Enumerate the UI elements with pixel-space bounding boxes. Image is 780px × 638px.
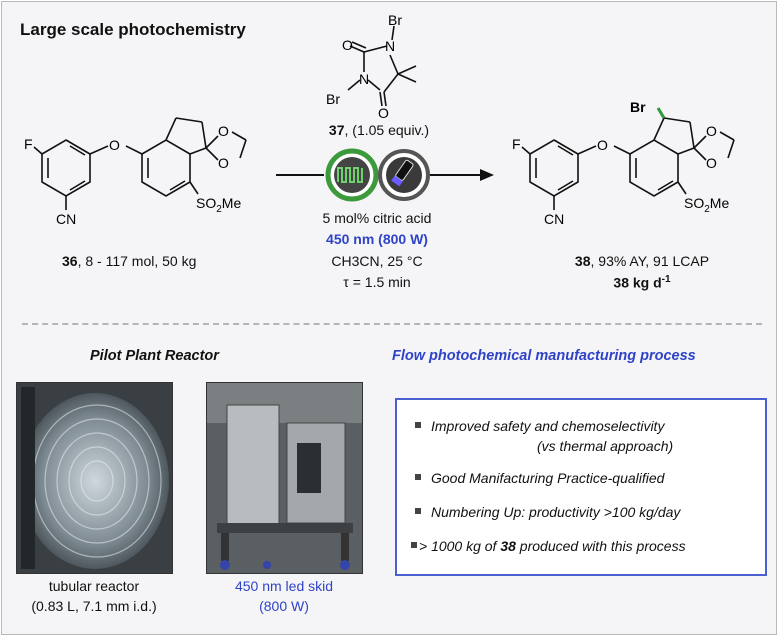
flow-process-box: Improved safety and chemoselectivity (vs… — [395, 398, 767, 576]
figure-title: Large scale photochemistry — [20, 20, 246, 39]
bullet-safety-note: (vs thermal approach) — [537, 438, 674, 454]
atom-n: N — [359, 71, 369, 87]
bullet-square-icon — [411, 542, 417, 549]
bullet-safety: Improved safety and chemoselectivity — [415, 418, 664, 434]
sulfonyl-group: SO2Me — [196, 195, 241, 215]
atom-f: F — [512, 136, 521, 152]
reagent-37-structure: O N Br N Br O — [326, 12, 417, 121]
atom-o: O — [342, 37, 353, 53]
tubular-reactor-photo — [16, 382, 173, 574]
flow-process-heading: Flow photochemical manufacturing process — [392, 348, 696, 364]
bullet-numbering-up: Numbering Up: productivity >100 kg/day — [415, 504, 680, 520]
atom-cn: CN — [56, 211, 76, 227]
condition-catalyst: 5 mol% citric acid — [322, 210, 432, 226]
reaction-arrow — [276, 148, 494, 202]
atom-o: O — [109, 137, 120, 153]
bullet-gmp: Good Manifacturing Practice-qualified — [415, 470, 664, 486]
atom-o: O — [706, 123, 717, 139]
compound-38-structure: F CN O O O Br SO2Me — [512, 99, 735, 227]
reagent-37-label: 37, (1.05 equiv.) — [328, 122, 430, 138]
sulfonyl-group: SO2Me — [684, 195, 729, 215]
atom-o: O — [378, 105, 389, 121]
section-divider — [22, 323, 762, 325]
condition-residence-time: τ = 1.5 min — [343, 274, 411, 290]
atom-o: O — [218, 155, 229, 171]
bullet-square-icon — [415, 508, 421, 515]
compound-36-structure: F CN O O O SO2Me — [24, 117, 247, 227]
led-skid-photo — [206, 382, 363, 574]
atom-n: N — [385, 38, 395, 54]
bullet-square-icon — [415, 422, 421, 429]
led-lamp-icon — [378, 149, 430, 201]
atom-o: O — [218, 123, 229, 139]
pilot-plant-heading: Pilot Plant Reactor — [90, 348, 219, 364]
atom-o: O — [706, 155, 717, 171]
atom-br: Br — [388, 12, 402, 28]
compound-38-label: 38, 93% AY, 91 LCAP — [574, 253, 710, 269]
led-skid-caption-line2: (800 W) — [259, 598, 309, 614]
tubular-reactor-caption-line1: tubular reactor — [48, 578, 140, 594]
c-br-bond — [656, 107, 666, 119]
product-throughput: 38 kg d-1 — [613, 274, 671, 291]
led-skid-caption-line1: 450 nm led skid — [234, 578, 334, 594]
compound-36-label: 36, 8 - 117 mol, 50 kg — [62, 253, 197, 269]
bullet-square-icon — [415, 474, 421, 481]
flow-reactor-icon — [325, 148, 379, 202]
tubular-reactor-caption-line2: (0.83 L, 7.1 mm i.d.) — [31, 598, 157, 614]
condition-light: 450 nm (800 W) — [326, 231, 428, 247]
atom-f: F — [24, 136, 33, 152]
condition-solvent-temp: CH3CN, 25 °C — [331, 253, 423, 269]
bullet-production: > 1000 kg of 38 produced with this proce… — [411, 538, 686, 554]
atom-br: Br — [630, 99, 646, 115]
atom-cn: CN — [544, 211, 564, 227]
atom-o: O — [597, 137, 608, 153]
atom-br: Br — [326, 91, 340, 107]
